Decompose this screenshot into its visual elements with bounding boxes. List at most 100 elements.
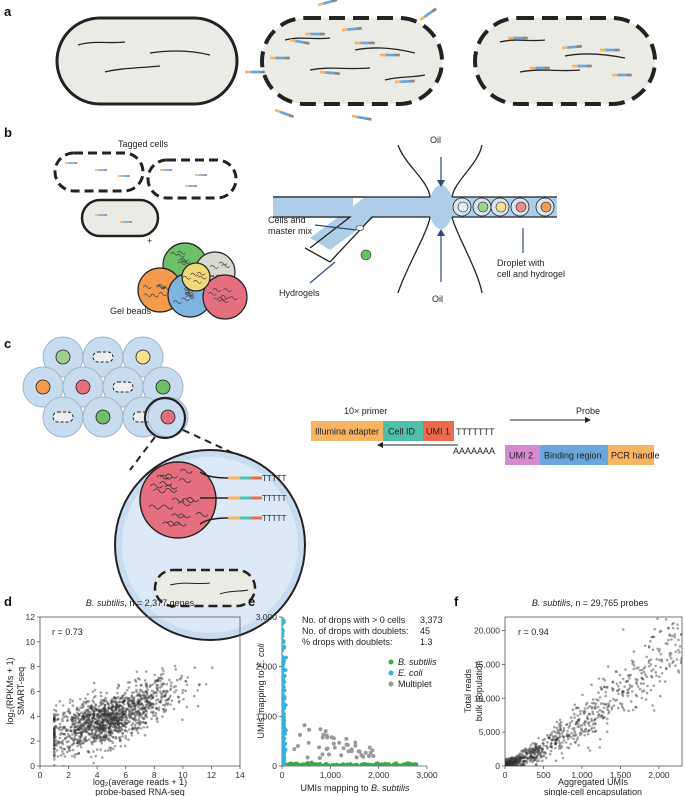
data-point [136,710,140,714]
data-point [53,717,56,721]
data-point [135,684,138,687]
data-point [109,699,113,703]
data-point [76,716,80,719]
data-point [522,759,526,763]
data-point [143,697,146,701]
data-point [507,758,511,762]
data-point [593,722,596,725]
data-point [74,716,77,720]
data-point [63,725,66,729]
data-point [632,664,636,667]
data-point [96,719,99,722]
data-point [115,719,118,722]
data-point [109,746,113,750]
data-point [197,683,201,687]
data-point [505,760,507,764]
data-point [131,700,134,704]
data-point [138,722,141,725]
data-point [103,718,107,722]
data-point [538,750,541,753]
data-point [78,740,81,743]
data-point [106,712,109,716]
data-point [518,757,522,760]
data-point [57,742,61,745]
data-point [117,683,120,686]
data-point [159,679,162,683]
data-point [103,700,106,703]
data-point [155,716,159,720]
data-point [101,729,104,732]
data-point [117,705,121,709]
data-point [508,764,511,766]
data-point [204,683,208,686]
data-point [505,764,507,766]
data-point [531,747,534,751]
data-point [120,722,124,725]
data-point [95,725,99,728]
data-point [673,633,677,636]
data-point [116,695,120,699]
data-point [515,759,519,762]
data-point [546,747,549,750]
data-point [505,763,507,766]
data-point [137,702,141,706]
data-point [658,658,661,662]
data-point [680,656,682,660]
data-point [82,715,85,718]
data-point [602,716,605,719]
multiplet-point [337,740,342,745]
data-point [95,735,99,739]
data-point [626,679,629,683]
data-point [58,728,61,731]
data-point [561,734,564,738]
data-point [515,755,518,758]
data-point [130,694,134,698]
data-point [511,756,514,760]
multiplet-point [302,723,307,728]
data-point [64,736,67,740]
data-point [144,713,148,716]
b-subtilis-point [322,763,327,766]
data-point [118,700,121,704]
data-point [131,722,135,725]
data-point [526,750,529,753]
hydrogels-arrow [309,261,336,284]
data-point [156,678,160,682]
data-point [107,730,111,733]
data-point [167,698,171,701]
data-point [97,727,100,731]
data-point [84,702,88,705]
data-point [555,726,559,730]
data-point [90,733,93,736]
data-point [534,743,538,747]
data-point [53,720,56,723]
data-point [86,708,90,712]
data-point [127,686,131,689]
data-point [97,722,100,725]
data-point [124,734,127,738]
data-point [155,707,159,710]
data-point [111,705,114,709]
data-point [135,690,139,694]
data-point [587,721,591,724]
data-point [676,627,679,630]
data-point [545,756,548,760]
data-point [85,720,88,723]
bead-primer: TTTTT [199,471,287,483]
data-point [577,743,580,747]
data-point [510,756,514,760]
data-point [590,728,593,731]
data-point [103,704,107,707]
y-tick-label: 20,000 [474,626,500,636]
y-tick-label: 10,000 [474,693,500,703]
legend-marker [388,659,394,665]
data-point [147,695,150,698]
data-point [150,693,153,696]
data-point [61,739,65,742]
e-coli-point [282,696,285,700]
data-point [142,721,146,724]
data-point [96,715,100,718]
data-point [505,764,508,766]
data-point [89,723,93,727]
data-point [515,764,518,766]
